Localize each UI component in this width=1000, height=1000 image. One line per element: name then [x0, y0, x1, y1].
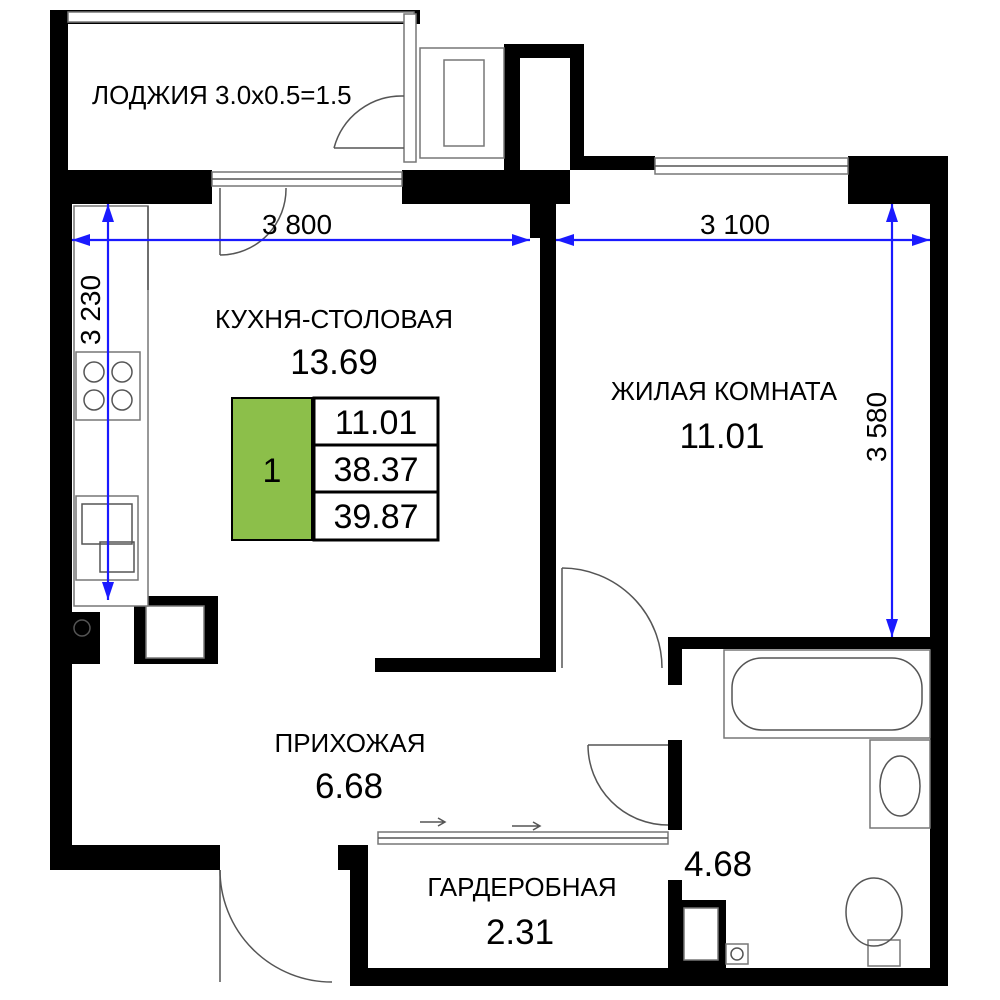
- living-area: 11.01: [680, 417, 765, 456]
- summary-total-area: 38.37: [333, 451, 418, 489]
- living-width-text: 3 100: [700, 209, 770, 240]
- kitchen-fixtures: [73, 205, 149, 637]
- loggia-label: ЛОДЖИЯ 3.0х0.5=1.5: [92, 80, 352, 110]
- windows: [67, 11, 849, 187]
- hall-label: ПРИХОЖАЯ: [275, 728, 426, 758]
- area-summary-table: 1 11.01 38.37 39.87: [231, 396, 440, 542]
- kitchen-width-text: 3 800: [262, 209, 332, 240]
- wardrobe-label: ГАРДЕРОБНАЯ: [427, 872, 616, 902]
- summary-living-area: 11.01: [335, 404, 418, 442]
- kitchen-area: 13.69: [290, 343, 378, 382]
- dimension-lines: [72, 204, 930, 637]
- rooms-count-badge: [231, 397, 313, 541]
- wardrobe-area: 2.31: [486, 913, 554, 952]
- living-label: ЖИЛАЯ КОМНАТА: [611, 376, 838, 406]
- rooms-count: 1: [263, 452, 282, 490]
- doors: [219, 95, 669, 983]
- hall-area: 6.68: [315, 767, 383, 806]
- bathroom-fixtures: [723, 649, 931, 967]
- kitchen-label: КУХНЯ-СТОЛОВАЯ: [215, 304, 453, 334]
- living-depth-text: 3 580: [861, 392, 892, 462]
- bathroom-area: 4.68: [684, 845, 752, 884]
- walls: [50, 10, 948, 986]
- summary-total-with-loggia: 39.87: [333, 498, 418, 536]
- kitchen-depth-text: 3 230: [75, 275, 106, 345]
